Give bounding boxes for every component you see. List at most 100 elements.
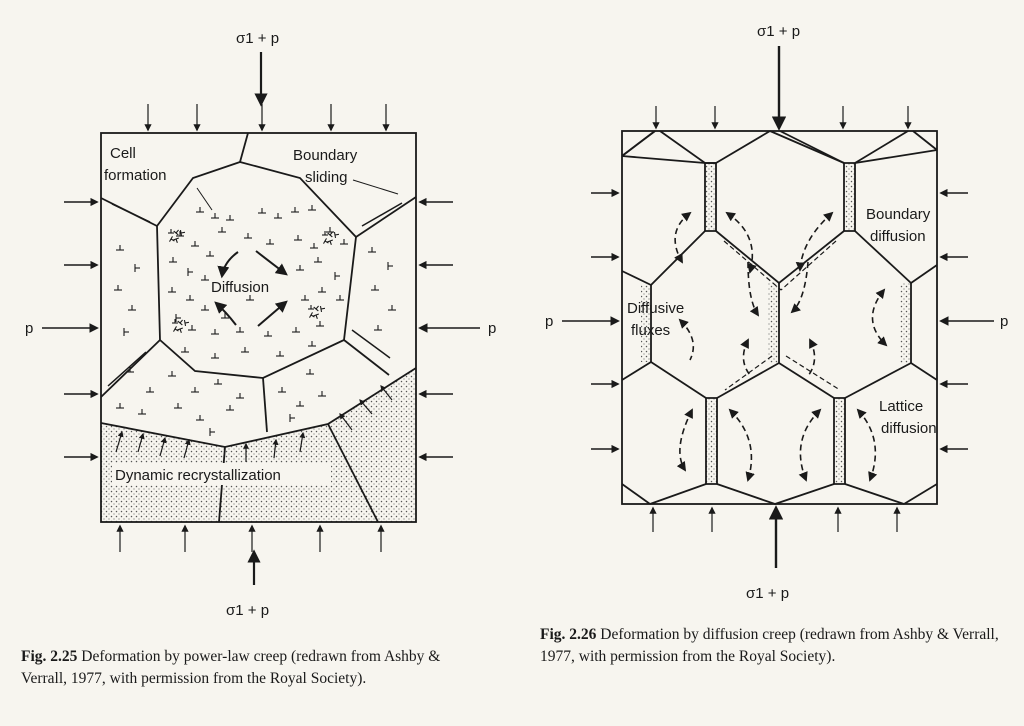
dislocation-tee xyxy=(241,347,249,353)
recryst-label-bg xyxy=(112,463,331,485)
dislocation-tee xyxy=(211,353,219,359)
dislocation-tee xyxy=(266,239,274,245)
bottom-load-label-2: σ1 + p xyxy=(746,585,789,602)
caption-number: Fig. 2.25 xyxy=(21,648,78,665)
flux-arrows xyxy=(674,211,888,482)
dislocation-tee xyxy=(371,285,379,291)
dislocation-tee xyxy=(368,247,376,253)
dislocation-tee xyxy=(246,295,254,301)
specimen-frame xyxy=(100,132,417,523)
dislocation-tee xyxy=(169,257,177,263)
recrystallization-label: Dynamic recrystallization xyxy=(115,467,281,484)
dislocation-tee xyxy=(291,207,299,213)
top-load-label-2: σ1 + p xyxy=(757,23,800,40)
dislocation-tee xyxy=(318,287,326,293)
dislocation-tee xyxy=(340,239,348,245)
dislocation-tangle xyxy=(176,327,184,333)
dislocation-tee xyxy=(201,305,209,311)
dislocation-tee xyxy=(274,213,282,219)
dislocation-tee xyxy=(387,262,393,270)
dislocation-tee xyxy=(196,415,204,421)
dislocation-tangle xyxy=(177,319,183,326)
dislocation-tee xyxy=(276,351,284,357)
dislocation-tangle xyxy=(172,319,178,324)
dislocation-tee xyxy=(174,403,182,409)
dislocation-tee xyxy=(310,243,318,249)
dislocation-tee xyxy=(244,233,252,239)
dislocation-symbols xyxy=(114,205,396,436)
dislocation-tee xyxy=(191,241,199,247)
boundary-sliding-label: Boundary sliding xyxy=(293,147,361,186)
dislocation-tee xyxy=(326,227,334,233)
boundary-diffusion-line2: diffusion xyxy=(870,228,926,245)
sliding-marks xyxy=(107,202,403,387)
dislocation-tangle xyxy=(169,236,175,242)
dislocation-tangle xyxy=(173,229,179,236)
boundary-sliding-line2: sliding xyxy=(305,169,348,186)
dislocation-tee xyxy=(334,272,340,280)
dislocation-tee xyxy=(211,213,219,219)
dislocation-tee xyxy=(116,245,124,251)
dislocation-tee xyxy=(128,305,136,311)
dislocation-tee xyxy=(146,387,154,393)
dislocation-tee xyxy=(134,264,140,272)
dislocation-tee xyxy=(308,205,316,211)
dislocation-tee xyxy=(175,314,181,322)
diffusion-label: Diffusion xyxy=(211,279,269,296)
dislocation-tee xyxy=(301,295,309,301)
dislocation-tee xyxy=(296,265,304,271)
grain-boundaries xyxy=(100,132,417,523)
dislocation-tee xyxy=(318,391,326,397)
dislocation-tee xyxy=(116,403,124,409)
cell-formation-label: Cell formation xyxy=(104,145,167,184)
figure-2-25: σ1 + p σ1 + p p p Cell formation Boundar… xyxy=(25,30,496,619)
dislocation-tee xyxy=(289,414,295,422)
right-load-label-2: p xyxy=(1000,313,1008,330)
dislocation-tee xyxy=(294,235,302,241)
dislocation-tee xyxy=(114,285,122,291)
dislocation-tee xyxy=(181,347,189,353)
dislocation-tangle xyxy=(183,319,190,327)
diffusion-bands xyxy=(641,163,911,484)
dislocation-tangle xyxy=(172,237,180,243)
dislocation-tangle xyxy=(179,229,186,237)
caption-text: Deformation by power-law creep (redrawn … xyxy=(21,648,441,687)
dislocation-tee xyxy=(388,305,396,311)
dislocation-tee xyxy=(218,227,226,233)
dislocation-tee xyxy=(191,387,199,393)
dislocation-tangle xyxy=(322,231,328,236)
cell-formation-line2: formation xyxy=(104,167,167,184)
boundary-sliding-line1: Boundary xyxy=(293,147,358,164)
dislocation-tee xyxy=(206,251,214,257)
dislocation-tee xyxy=(168,371,176,377)
caption-fig-2-26: Fig. 2.26 Deformation by diffusion creep… xyxy=(540,624,1010,668)
dislocation-tee xyxy=(176,231,184,237)
top-load-label: σ1 + p xyxy=(236,30,279,47)
recrystallized-region xyxy=(101,368,416,522)
load-arrows-2 xyxy=(562,46,994,568)
dislocation-tee xyxy=(306,369,314,375)
dislocation-tangle xyxy=(309,312,315,318)
lattice-diffusion-label: Lattice diffusion xyxy=(879,398,937,437)
boundary-sliding-leader xyxy=(352,179,399,195)
dislocation-tee xyxy=(296,401,304,407)
dislocation-tee xyxy=(211,329,219,335)
dislocation-tee xyxy=(188,325,196,331)
diffusive-fluxes-label: Diffusive fluxes xyxy=(627,300,688,339)
dislocation-tee xyxy=(123,328,129,336)
dislocation-tee xyxy=(196,207,204,213)
diffusive-fluxes-line2: fluxes xyxy=(631,322,670,339)
dislocation-tangle xyxy=(326,239,334,245)
dislocation-tee xyxy=(187,268,193,276)
dislocation-tee xyxy=(226,215,234,221)
hex-boundaries xyxy=(621,130,938,505)
caption-fig-2-25: Fig. 2.25 Deformation by power-law creep… xyxy=(21,646,483,690)
dislocation-tee xyxy=(258,208,266,214)
bottom-load-label: σ1 + p xyxy=(226,602,269,619)
caption-text: Deformation by diffusion creep (redrawn … xyxy=(540,626,999,665)
dislocation-tangle xyxy=(313,305,319,312)
left-load-label: p xyxy=(25,320,33,337)
dislocation-tangle xyxy=(168,229,174,234)
left-load-label-2: p xyxy=(545,313,553,330)
dislocation-tee xyxy=(314,257,322,263)
